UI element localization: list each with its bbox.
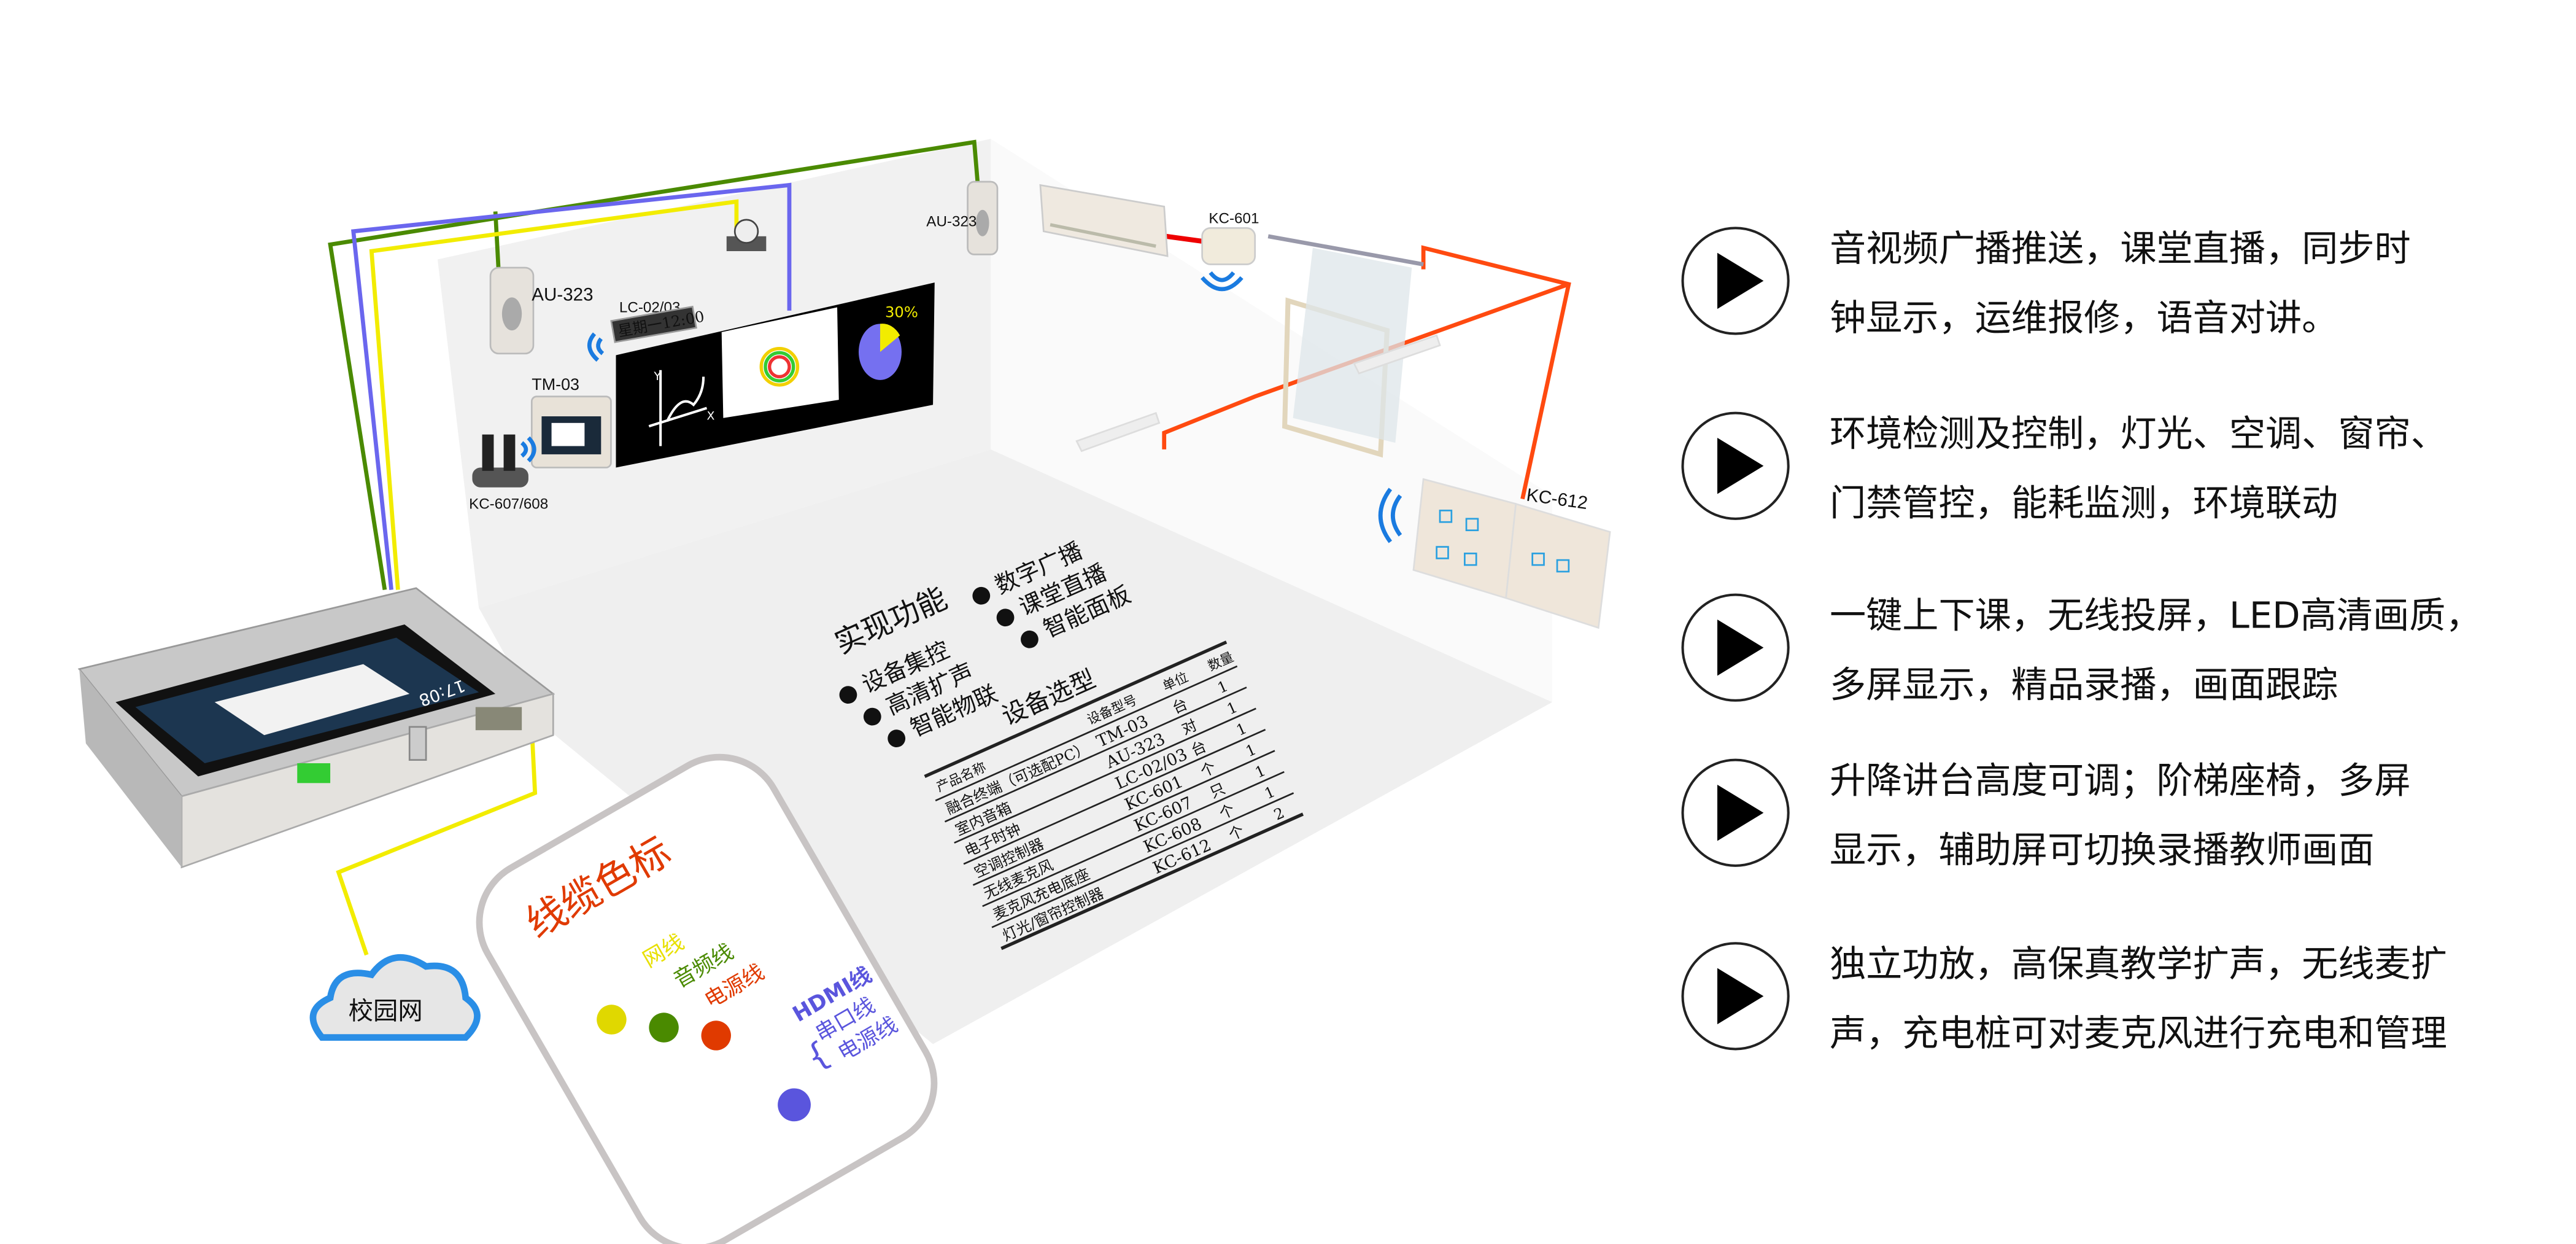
feature-text: 独立功放，高保真教学扩声，无线麦扩 <box>1830 943 2447 985</box>
play-icon[interactable] <box>1681 593 1790 702</box>
feature-item: 升降讲台高度可调；阶梯座椅，多屏显示，辅助屏可切换录播教师画面 <box>1681 758 2411 871</box>
speaker-left-label: AU-323 <box>532 285 593 305</box>
central-host-device <box>77 587 555 869</box>
feature-text: 环境检测及控制，灯光、空调、窗帘、 <box>1830 412 2447 454</box>
smart-panel-kc612 <box>1412 478 1611 629</box>
floor <box>479 449 1552 1044</box>
hdmi-cable <box>351 182 792 590</box>
power-cable-lamp <box>1162 282 1569 449</box>
feature-item: 环境检测及控制，灯光、空调、窗帘、门禁管控，能耗监测，环境联动 <box>1681 411 2447 524</box>
ac-controller-kc601 <box>1201 227 1256 265</box>
legend-dot-group <box>778 1088 811 1122</box>
axis-x-label: X <box>706 410 714 422</box>
pie-chart <box>859 324 902 380</box>
pie-percent-label: 30% <box>885 304 918 321</box>
feature-text: 钟显示，运维报修，语音对讲。 <box>1830 297 2338 339</box>
legend-dot-network <box>597 1005 627 1035</box>
curtain-window <box>1267 234 1424 458</box>
cable-color-legend: 线缆色标 网线 音频线 电源线 { HDMI线 串口线 电源线 <box>476 753 938 1244</box>
board-chart-panel <box>648 370 708 446</box>
audio-cable-branch <box>493 211 501 273</box>
network-cable <box>369 199 739 590</box>
speaker-right: AU-323 <box>926 181 999 255</box>
feature-text: 一键上下课，无线投屏，LED高清画质， <box>1830 594 2482 636</box>
network-cable-campus <box>336 726 538 956</box>
feature-text: 显示，辅助屏可切换录播教师画面 <box>1830 828 2375 871</box>
power-cable-lights <box>1421 245 1571 500</box>
ring-chart <box>759 347 800 387</box>
play-icon[interactable] <box>1681 942 1790 1051</box>
feature-list: 音视频广播推送，课堂直播，同步时钟显示，运维报修，语音对讲。环境检测及控制，灯光… <box>1681 227 2482 1054</box>
terminal-tm03 <box>530 395 612 468</box>
feature-text: 声，充电桩可对麦克风进行充电和管理 <box>1830 1012 2447 1054</box>
ac-controller-label: KC-601 <box>1209 210 1259 227</box>
play-icon[interactable] <box>1681 758 1790 867</box>
functions-block: 实现功能 ● 设备集控 ● 高清扩声 ● 智能物联 ● 数字广播 ● 课堂直播 … <box>830 537 1135 753</box>
feature-text: 音视频广播推送，课堂直播，同步时 <box>1830 227 2411 270</box>
wireless-icon <box>520 271 1402 543</box>
play-icon[interactable] <box>1681 411 1790 520</box>
terminal-label: TM-03 <box>532 375 579 394</box>
mic-label: KC-607/608 <box>469 496 548 513</box>
tracking-camera <box>726 219 767 252</box>
mic-charger <box>472 434 528 488</box>
feature-text: 升降讲台高度可调；阶梯座椅，多屏 <box>1830 759 2411 801</box>
play-icon[interactable] <box>1681 227 1790 335</box>
campus-network-label: 校园网 <box>349 997 423 1025</box>
table-bottom-rule <box>1000 812 1304 950</box>
feature-text: 门禁管控，能耗监测，环境联动 <box>1830 481 2338 524</box>
audio-cable <box>328 139 980 591</box>
power-cable-ac <box>1165 233 1203 244</box>
feature-text: 多屏显示，精品录播，画面跟踪 <box>1830 663 2338 706</box>
legend-dot-audio <box>649 1013 679 1043</box>
ceiling-lamp <box>1075 334 1441 453</box>
campus-network-cloud[interactable]: 校园网 <box>309 954 481 1041</box>
axis-y-label: Y <box>653 370 661 383</box>
board-center-screen <box>721 307 839 418</box>
air-conditioner <box>1039 184 1169 257</box>
speaker-right-label: AU-323 <box>926 214 977 230</box>
feature-item: 一键上下课，无线投屏，LED高清画质， 多屏显示，精品录播，画面跟踪 <box>1681 593 2482 706</box>
legend-dot-power <box>701 1020 731 1051</box>
speaker-left: AU-323 <box>489 266 594 355</box>
side-wall <box>991 139 1552 702</box>
